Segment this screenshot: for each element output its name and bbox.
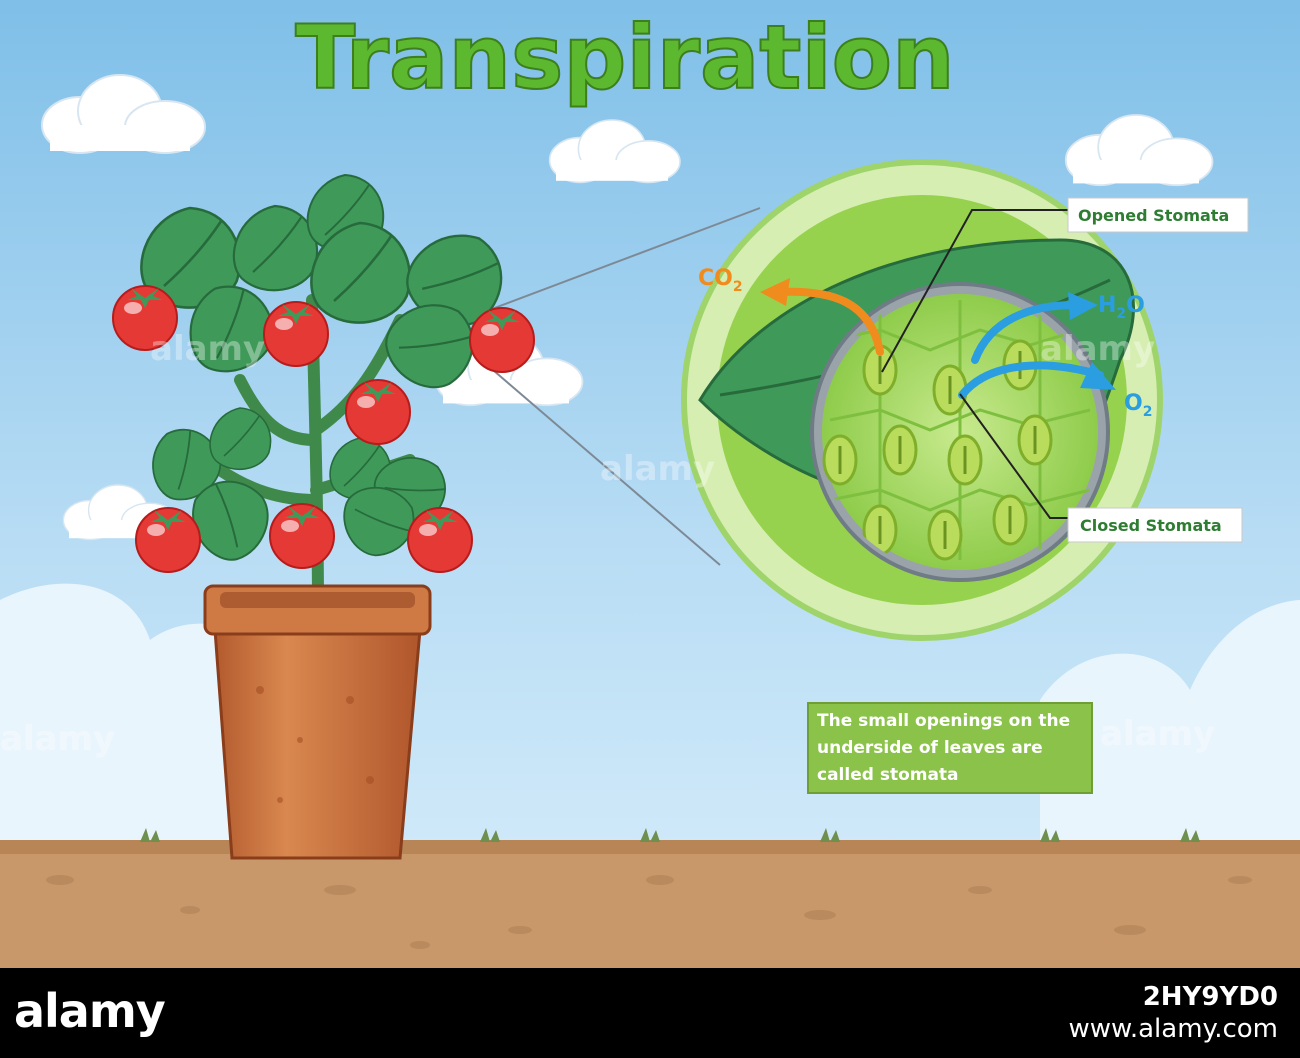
stomata-cell-icon — [947, 434, 983, 486]
soil — [0, 840, 1300, 968]
footer-bar: alamy 2HY9YD0 www.alamy.com — [0, 968, 1300, 1058]
scene: Transpiration — [0, 0, 1300, 968]
footer-image-id: 2HY9YD0 — [1142, 982, 1278, 1012]
footer-url: www.alamy.com — [1068, 1014, 1278, 1044]
tomato-icon — [407, 507, 473, 573]
tomato-icon — [345, 379, 411, 445]
opened-stomata-label-box: Opened Stomata — [1067, 197, 1249, 233]
info-line: underside of leaves are — [817, 738, 1043, 758]
grass — [140, 828, 1200, 842]
soil-pebbles — [46, 875, 1252, 949]
watermark: alamy — [1040, 329, 1155, 369]
horizon-cloud — [0, 583, 270, 850]
footer-meta: 2HY9YD0 www.alamy.com — [1068, 982, 1278, 1044]
opened-stomata-leader — [881, 209, 1068, 373]
horizon-cloud — [1040, 600, 1300, 850]
h2o-arrow-icon — [971, 292, 1098, 364]
tomato-icon — [269, 503, 335, 569]
zoom-line — [471, 351, 721, 566]
stomata-cell-icon — [1017, 414, 1053, 466]
o2-arrow-icon — [958, 361, 1116, 399]
watermark: alamy — [0, 719, 115, 759]
opened-stomata-label: Opened Stomata — [1078, 206, 1229, 225]
footer-brand-logo: alamy — [14, 984, 166, 1038]
info-line: The small openings on the — [817, 711, 1070, 731]
stomata-cell-icon — [927, 509, 963, 561]
o2-label: O2 — [1124, 391, 1152, 420]
info-line: called stomata — [817, 765, 959, 785]
closed-stomata-leader — [959, 393, 1068, 519]
info-box: The small openings on the underside of l… — [807, 702, 1093, 794]
tomato-icon — [469, 307, 535, 373]
zoom-line — [467, 207, 761, 319]
page-title: Transpiration — [295, 6, 954, 109]
watermark: alamy — [1100, 714, 1215, 754]
tomato-icon — [135, 507, 201, 573]
h2o-label: H2O — [1098, 293, 1145, 322]
co2-label: CO2 — [698, 266, 743, 295]
co2-arrow-icon — [760, 278, 884, 356]
stomata-cell-icon — [822, 434, 858, 486]
watermark: alamy — [600, 449, 715, 489]
stomata-cell-icon — [992, 494, 1028, 546]
watermark: alamy — [150, 329, 265, 369]
closed-stomata-label-box: Closed Stomata — [1067, 507, 1243, 543]
closed-stomata-label: Closed Stomata — [1080, 516, 1222, 535]
stomata-cell-icon — [882, 424, 918, 476]
tomato-icon — [263, 301, 329, 367]
flower-pot — [203, 584, 432, 860]
